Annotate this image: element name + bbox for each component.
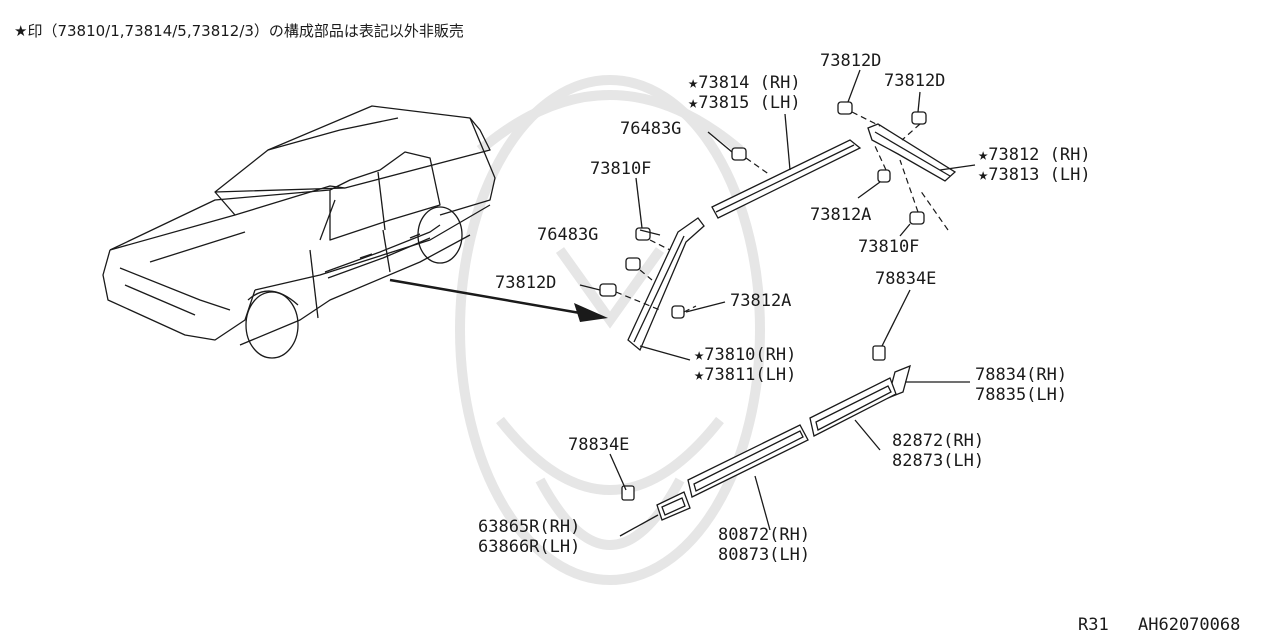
watermark-emblem <box>455 75 765 585</box>
label-73811-lh: ★73811(LH) <box>694 365 796 385</box>
label-73812a-right: 73812A <box>810 205 871 225</box>
fender-moulding-part <box>656 491 691 521</box>
assembly-note: ★印（73810/1,73814/5,73812/3）の構成部品は表記以外非販売 <box>14 22 464 40</box>
label-76483g-top: 76483G <box>620 119 681 139</box>
label-80873-lh: 80873(LH) <box>718 545 810 565</box>
label-73810f-left: 73810F <box>590 159 651 179</box>
label-73813-lh: ★73813 (LH) <box>978 165 1091 185</box>
label-73815-lh: ★73815 (LH) <box>688 93 801 113</box>
clip-fasteners <box>599 101 927 501</box>
label-73814-rh: ★73814 (RH) <box>688 73 801 93</box>
label-78835-lh: 78835(LH) <box>975 385 1067 405</box>
label-73810-rh: ★73810(RH) <box>694 345 796 365</box>
label-73812a-mid: 73812A <box>730 291 791 311</box>
label-73812d-left: 73812D <box>495 273 556 293</box>
car-illustration <box>102 105 496 359</box>
leader-lines <box>579 69 976 537</box>
label-78834e-bottom: 78834E <box>568 435 629 455</box>
label-76483g-mid: 76483G <box>537 225 598 245</box>
label-78834-rh: 78834(RH) <box>975 365 1067 385</box>
label-82872-rh: 82872(RH) <box>892 431 984 451</box>
label-73812-rh: ★73812 (RH) <box>978 145 1091 165</box>
rear-door-moulding-part <box>809 377 897 437</box>
page-code: R31 <box>1078 615 1109 635</box>
roof-moulding-part <box>711 139 862 219</box>
label-82873-lh: 82873(LH) <box>892 451 984 471</box>
label-78834e-top: 78834E <box>875 269 936 289</box>
diagram-reference: AH62070068 <box>1138 615 1240 635</box>
rear-corner-moulding-part <box>867 123 957 182</box>
label-73812d-right: 73812D <box>884 71 945 91</box>
assembly-dash-lines <box>615 111 949 313</box>
label-73810f-right: 73810F <box>858 237 919 257</box>
label-63865r-rh: 63865R(RH) <box>478 517 580 537</box>
label-80872-rh: 80872(RH) <box>718 525 810 545</box>
pillar-moulding-part <box>627 217 705 352</box>
front-door-moulding-part <box>687 424 809 498</box>
pointer-arrow <box>389 278 608 322</box>
label-63866r-lh: 63866R(LH) <box>478 537 580 557</box>
label-73812d-top: 73812D <box>820 51 881 71</box>
